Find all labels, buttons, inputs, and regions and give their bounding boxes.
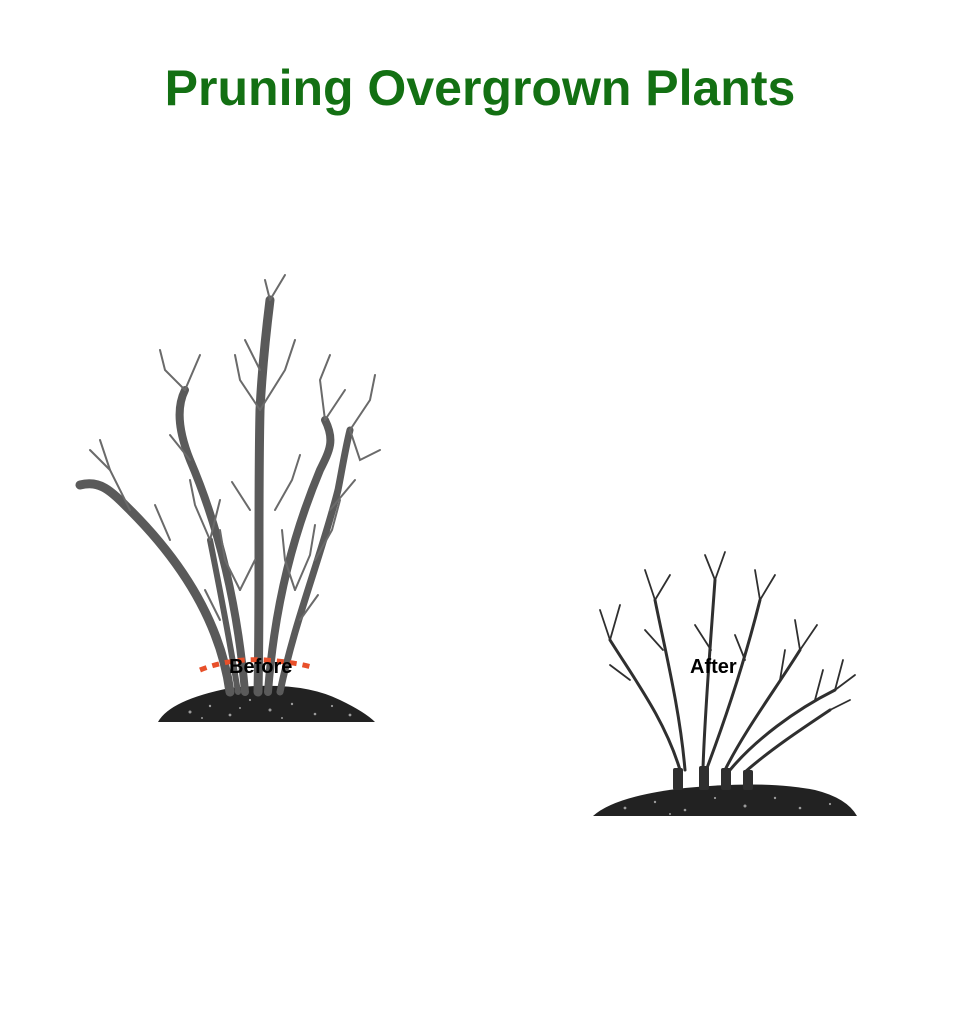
pruned-shrub-illustration xyxy=(593,551,857,816)
page-title: Pruning Overgrown Plants xyxy=(164,60,796,116)
main-stems xyxy=(75,295,354,697)
before-caption: Before xyxy=(229,656,293,678)
after-caption: After xyxy=(690,656,737,678)
new-growth-twigs xyxy=(599,551,856,711)
cut-line xyxy=(199,657,316,673)
twig-branches xyxy=(89,274,381,621)
soil-mound xyxy=(158,685,375,722)
overgrown-shrub-illustration xyxy=(75,274,381,722)
